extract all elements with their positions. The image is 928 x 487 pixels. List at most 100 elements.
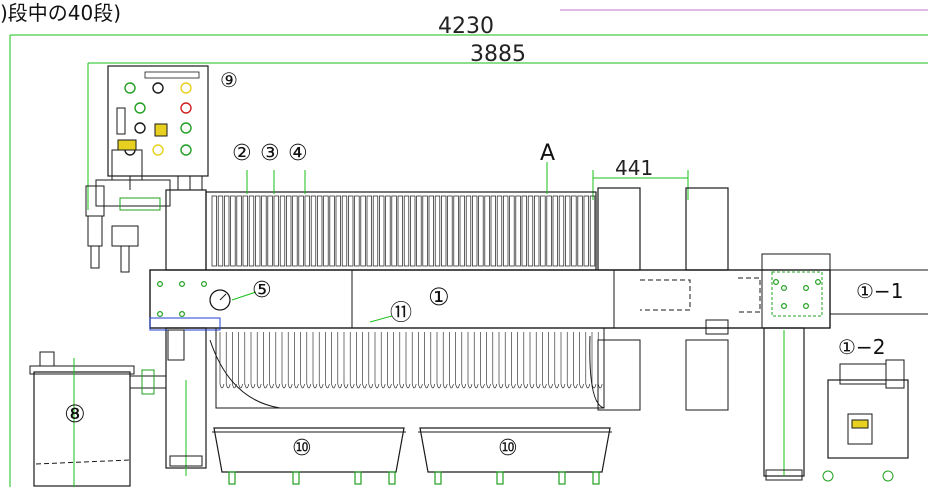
filter-plate	[341, 195, 348, 267]
filter-plate	[503, 195, 509, 267]
filter-plate	[286, 195, 292, 267]
callout-1-1: ①−1	[856, 279, 903, 303]
tray-wheel	[354, 471, 362, 485]
drip-plate	[318, 332, 324, 389]
filter-plate	[515, 195, 521, 267]
filter-plate	[255, 195, 261, 267]
drip-plate	[356, 332, 361, 389]
filter-plate	[583, 195, 589, 267]
drip-plate	[380, 332, 386, 389]
drip-plate	[343, 332, 349, 389]
filter-plate	[279, 195, 286, 267]
tank-8	[29, 351, 167, 487]
drip-plate	[560, 332, 566, 389]
filter-plate	[366, 195, 372, 267]
drip-plate	[263, 332, 268, 389]
filter-plate	[465, 195, 472, 267]
dim-441: 441	[615, 156, 653, 180]
filter-plate	[397, 195, 403, 267]
panel-knob	[180, 144, 192, 156]
bolt	[179, 311, 186, 318]
drip-plate	[486, 332, 491, 389]
filter-plate	[577, 195, 583, 267]
drip-plate	[492, 332, 498, 389]
bolt	[802, 285, 809, 292]
filter-plate	[428, 195, 434, 267]
filter-plate	[310, 195, 317, 267]
drip-plate	[430, 332, 436, 389]
callout-1-2: ①−2	[838, 335, 885, 359]
drip-plate	[281, 332, 287, 389]
filter-plate	[422, 195, 428, 267]
hydraulic-unit	[822, 359, 909, 482]
drip-plate	[548, 332, 553, 389]
drip-plate	[542, 332, 547, 389]
filter-plate	[248, 195, 255, 267]
filter-plate	[317, 195, 323, 267]
drip-plate	[244, 332, 250, 389]
filter-plate	[540, 195, 546, 267]
drip-plate	[387, 332, 392, 389]
tray-wheel	[292, 471, 300, 485]
filter-plate	[410, 195, 416, 267]
drip-plate	[405, 332, 411, 389]
filter-plate	[304, 195, 310, 267]
filter-plate	[261, 195, 267, 267]
filter-plate	[379, 195, 385, 267]
filter-plate	[267, 195, 273, 267]
drip-plate	[411, 332, 417, 389]
tray-wheel	[558, 471, 566, 485]
drip-plate	[256, 332, 262, 389]
drip-plate	[498, 332, 504, 389]
panel-knob	[124, 82, 136, 94]
filter-plate	[242, 195, 248, 267]
drip-plate	[504, 332, 510, 389]
filter-plate	[354, 195, 360, 267]
dim-3885: 3885	[470, 42, 526, 67]
drip-plate	[325, 332, 330, 389]
filter-plate	[348, 195, 354, 267]
filter-plate	[546, 195, 552, 267]
bolt	[201, 281, 208, 288]
drip-plate	[368, 332, 374, 389]
inlet-piping	[85, 139, 207, 273]
panel-knob	[134, 102, 146, 114]
drip-plate	[585, 332, 591, 389]
drip-plate	[349, 332, 355, 389]
tray-wheel	[592, 471, 600, 485]
panel-knob	[152, 144, 164, 156]
filter-plate	[372, 195, 379, 267]
callout-9: ⑨	[220, 68, 238, 92]
filter-plate	[298, 195, 304, 267]
panel-knob	[152, 82, 164, 94]
bolt	[772, 279, 779, 286]
filter-plate	[478, 195, 484, 267]
cake-tray-left	[212, 427, 406, 473]
callout-5: ⑤	[252, 278, 272, 303]
bolt	[780, 285, 787, 292]
filter-plate	[360, 195, 366, 267]
drip-plate	[269, 332, 274, 389]
callout-4: ④	[288, 141, 308, 166]
callout-10-right: ⑩	[498, 436, 518, 461]
filter-plate	[589, 195, 596, 267]
bolt	[802, 303, 809, 310]
filter-plate	[217, 195, 224, 267]
drip-plate	[225, 332, 231, 389]
cake-tray-right	[418, 427, 612, 473]
drip-plate	[461, 332, 467, 389]
drip-plate	[275, 332, 281, 389]
bolt	[157, 281, 164, 288]
filter-plate	[224, 195, 230, 267]
bolt	[157, 311, 164, 318]
filter-plate	[552, 195, 558, 267]
panel-knob	[180, 122, 192, 134]
callout-A: A	[540, 141, 555, 166]
drip-plate	[579, 332, 584, 389]
callout-8: ⑧	[64, 400, 86, 428]
drip-plate	[442, 332, 448, 389]
filter-plate	[558, 195, 565, 267]
pressure-gauge	[149, 289, 231, 361]
filter-plate	[453, 195, 459, 267]
